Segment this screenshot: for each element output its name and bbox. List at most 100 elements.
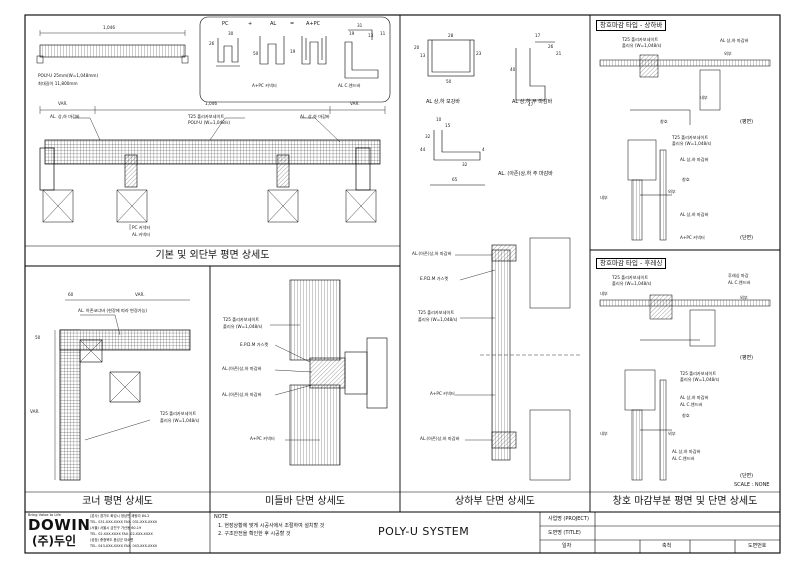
corner-dim-var-side: VAR. — [30, 409, 40, 414]
al-bar-left-note: AL. 상,하 마감바 — [50, 114, 80, 119]
section-al-bottom: AL.(아존)상,하 마감바 — [420, 436, 460, 441]
caption-corner: 코너 평면 상세도 — [82, 496, 153, 507]
plan-main — [39, 106, 386, 230]
section-al-top: AL.(아존)상,하 마감바 — [412, 251, 452, 256]
corner-dim-60: 60 — [68, 292, 74, 297]
wb-al-bar2: AL 상,하 마감바 — [672, 449, 701, 454]
window-type-a-title: 창호마감 타입 - 상하바 — [596, 20, 667, 31]
connector-label-right: AL C.엔드바 — [338, 83, 361, 88]
mullion-al-finish2: AL.(아존)상,하 마감바 — [222, 392, 262, 397]
wb-inside2: 내부 — [600, 431, 608, 436]
wa-apc: A+PC 커넥터 — [680, 235, 705, 240]
wa-t25-label: T25 폴리카보네이트 — [622, 37, 659, 42]
bar-dim-16: 4 — [482, 147, 485, 152]
t25-label: T25 폴리카보네이트 — [188, 114, 225, 119]
wa-al-bar3: AL 상,하 마감바 — [680, 212, 709, 217]
wa-t25-label2: T25 폴리카보네이트 — [672, 135, 709, 140]
address-line-4: (공장) 충청북도 음성군 대소면 — [90, 538, 134, 542]
scale-note: SCALE : NONE — [734, 482, 770, 488]
wb-t25-label: T25 폴리카보네이트 — [612, 275, 649, 280]
system-title: POLY-U SYSTEM — [378, 525, 470, 538]
corner-t25-label: T25 폴리카보네이트 — [160, 411, 197, 416]
formula-plus: + — [248, 21, 253, 27]
title-block-lines — [129, 512, 780, 553]
note-line-1: 1. 현장상황에 맞게 시공사에서 조절하여 설치할 것 — [218, 523, 325, 529]
bar-dim-7: 26 — [548, 44, 554, 49]
wb-flashing: 후레싱 마감 — [728, 273, 749, 278]
window-type-b-title: 창호마감 타입 - 후레싱 — [596, 258, 667, 269]
wb-view-section: (단면) — [740, 473, 754, 479]
wb-al-end2: AL C.엔드바 — [680, 402, 703, 407]
dim-var-left: VAR. — [58, 101, 68, 106]
window-type-b — [599, 294, 771, 481]
mullion-section — [270, 279, 388, 466]
connector-dim-0: 30 — [228, 31, 234, 36]
address-line-1: TEL. 031-XXX-XXXX FAX. 031-XXX-XXXX — [90, 520, 158, 524]
wb-al-end3: AL C.엔드바 — [672, 456, 695, 461]
dim-var-right: VAR. — [350, 101, 360, 106]
wb-t25-spec: 폴리유 (W=1,048/s) — [612, 281, 652, 286]
field-drawing: 도면명 (TITLE) — [548, 530, 581, 536]
mullion-t25-label: T25 폴리카보네이트 — [223, 317, 260, 322]
wb-t25-label2: T25 폴리카보네이트 — [680, 371, 717, 376]
bar-dim-5: 40 — [510, 67, 516, 72]
t25-spec: POLY-U (W=1,048/s) — [188, 120, 231, 125]
company-tagline: Bring Value to Life — [28, 513, 61, 517]
corner-dim-var-top: VAR. — [135, 292, 145, 297]
caption-window: 창호 마감부분 평면 및 단면 상세도 — [612, 496, 758, 507]
bar-dim-8: 21 — [556, 51, 562, 56]
section-t25-label: T25 폴리카보네이트 — [418, 310, 455, 315]
wb-al-end: AL C.엔드바 — [728, 280, 751, 285]
panel-overview-sketch — [36, 30, 189, 64]
bar-dim-10: 44 — [420, 147, 426, 152]
formula-pc: PC — [222, 21, 229, 27]
connector-box — [199, 16, 391, 103]
wb-t25-spec2: 폴리유 (W=1,048/s) — [680, 377, 720, 382]
bar-dim-9: 47 — [528, 102, 534, 107]
connector-dim-2: 50 — [253, 51, 259, 56]
wa-outside: 외부 — [724, 51, 732, 56]
field-date: 일자 — [562, 543, 572, 549]
formula-result: A+PC — [306, 21, 321, 27]
bar-dim-6: 17 — [535, 33, 541, 38]
max-length-note: 최대길이 11,800mm — [38, 81, 78, 86]
wb-outside2: 외부 — [668, 431, 676, 436]
window-type-a — [599, 54, 771, 241]
dim-top: 1,046 — [103, 25, 115, 30]
wb-al-bar: AL 상,하 마감바 — [680, 395, 709, 400]
bar-dim-0: 20 — [414, 45, 420, 50]
section-t25-spec: 폴리유 (W=1,048/s) — [418, 317, 458, 322]
wa-window: 창호 — [660, 119, 668, 124]
note-line-2: 2. 구조안전을 확인한 후 시공할 것 — [218, 531, 291, 537]
wb-outside: 외부 — [740, 295, 748, 300]
wa-inside: 내부 — [700, 95, 708, 100]
bar-dim-4: 50 — [446, 79, 452, 84]
bar-dim-14: 32 — [462, 162, 468, 167]
connector-dim-1: 26 — [209, 41, 215, 46]
field-scale: 축척 — [662, 543, 672, 549]
connector-dim-6: 13 — [368, 33, 374, 38]
bar-profiles — [427, 39, 555, 186]
wa-view-section: (단면) — [740, 235, 754, 241]
caption-mullion: 미들바 단면 상세도 — [265, 496, 345, 507]
bar-dim-3: 23 — [476, 51, 482, 56]
field-number: 도면번호 — [748, 543, 767, 549]
wa-outside2: 외부 — [668, 189, 676, 194]
formula-eq: = — [290, 21, 295, 27]
wa-t25-spec2: 폴리유 (W=1,048/s) — [672, 141, 712, 146]
mullion-apc: A+PC 커넥터 — [250, 436, 275, 441]
al-connector-note: AL 커넥터 — [132, 232, 151, 237]
bar-label-lower: AL 상,하 부 마감바 — [512, 99, 553, 105]
wa-al-bar2: AL 상,하 마감바 — [680, 157, 709, 162]
al-bar-right-note: AL. 상,하 마감바 — [300, 114, 330, 119]
connector-dim-7: 11 — [380, 31, 386, 36]
address-line-3: TEL. 02-XXX-XXXX FAX. 02-XXX-XXXX — [90, 532, 153, 536]
mullion-al-finish: AL.(아존)상,하 마감바 — [222, 366, 262, 371]
bar-dim-2: 28 — [448, 33, 454, 38]
bar-label-reinforce: AL 상,하 보강바 — [426, 99, 460, 105]
bar-dim-1: 13 — [420, 53, 426, 58]
bar-label-side: AL. (아존)상,하 주 마감바 — [498, 171, 553, 177]
address-line-0: (본사) 경기도 화성시 정남면 괘랑리 84-2 — [90, 514, 150, 518]
connector-label-left: A+PC 커넥터 — [252, 83, 277, 88]
connector-dim-3: 19 — [290, 49, 296, 54]
